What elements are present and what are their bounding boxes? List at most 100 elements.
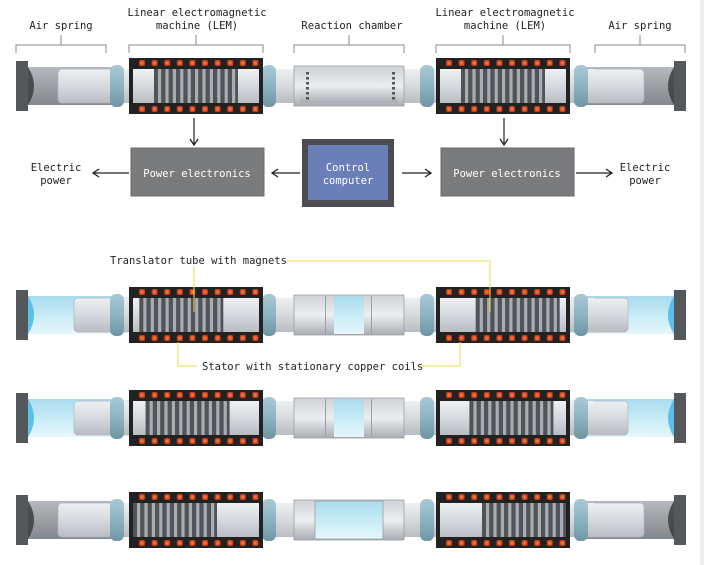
copper-coil [214, 60, 221, 66]
copper-coil [176, 494, 183, 500]
magnet-stripe [196, 503, 200, 537]
copper-coil [446, 392, 452, 398]
copper-coil [471, 106, 478, 112]
copper-coil [252, 392, 259, 398]
copper-coil [546, 106, 553, 112]
copper-coil [509, 494, 515, 500]
copper-coil [202, 540, 208, 546]
magnet-stripe [172, 298, 177, 332]
copper-coil [458, 289, 465, 295]
copper-coil [227, 494, 234, 500]
copper-coil [546, 392, 553, 398]
copper-coil [458, 494, 465, 500]
spring-face-right [668, 501, 674, 539]
magnet-stripe [487, 298, 491, 332]
stator-end-left [129, 492, 133, 548]
collar-2 [420, 499, 434, 541]
magnet-stripe [211, 503, 215, 537]
collar-2 [420, 397, 434, 439]
magnet-stripe [503, 401, 507, 435]
magnet-stripe [493, 503, 497, 537]
magnet-stripe [479, 69, 483, 103]
chamber-interior [300, 69, 398, 103]
magnet-stripe [523, 503, 527, 537]
copper-coil [521, 438, 528, 444]
chamber-port-0 [306, 87, 309, 90]
copper-coil [559, 106, 566, 112]
piston-gap-right [371, 399, 372, 437]
copper-coil [189, 540, 196, 546]
magnet-stripe [158, 298, 162, 332]
copper-coil [239, 438, 246, 444]
copper-coil [239, 494, 246, 500]
component-annotations: Translator tube with magnets Stator with… [110, 255, 491, 373]
magnet-stripe [465, 69, 469, 103]
copper-coil [496, 494, 503, 500]
copper-coil [509, 540, 515, 546]
piston-gap-left [325, 399, 326, 437]
assembly-stage-2 [16, 390, 686, 446]
collar-0 [110, 65, 124, 107]
magnet-stripe [547, 401, 551, 435]
stator-end-right [566, 287, 570, 343]
chamber-port-1 [392, 92, 395, 95]
copper-coil [509, 335, 515, 341]
copper-coil [139, 540, 145, 546]
copper-coil [176, 289, 183, 295]
copper-coil [509, 392, 515, 398]
chamber-port-0 [306, 77, 309, 80]
magnet-stripe [500, 503, 504, 537]
copper-coil [189, 106, 196, 112]
label-air-spring-right: Air spring [608, 20, 671, 32]
magnet-stripe [532, 401, 536, 435]
magnet-stripe [508, 503, 512, 537]
copper-coil [546, 60, 553, 66]
copper-coil [559, 392, 566, 398]
copper-coil [164, 106, 171, 112]
stator-end-left [436, 390, 440, 446]
magnet-stripe [546, 298, 550, 332]
stator-end-left [436, 287, 440, 343]
copper-coil [189, 494, 196, 500]
copper-coil [559, 540, 566, 546]
reaction-chamber [293, 499, 405, 541]
copper-coil [546, 494, 553, 500]
magnet-stripe [165, 298, 169, 332]
copper-coil [176, 335, 183, 341]
electric-power-left-line1: Electric [31, 162, 82, 174]
lem-left [129, 58, 263, 114]
copper-coil [458, 540, 465, 546]
copper-coil [164, 289, 171, 295]
lem-left [129, 492, 263, 548]
copper-coil [458, 392, 465, 398]
copper-coil [202, 494, 208, 500]
copper-coil [458, 438, 465, 444]
magnet-stripe [479, 298, 483, 332]
stator-end-left [129, 287, 133, 343]
copper-coil [227, 392, 234, 398]
copper-coil [521, 335, 528, 341]
stator-end-right [259, 58, 263, 114]
magnet-stripe [164, 401, 168, 435]
lem-right [436, 287, 570, 343]
magnet-stripe [179, 401, 183, 435]
copper-coil [151, 392, 158, 398]
magnet-stripe [516, 69, 520, 103]
label-reaction-chamber: Reaction chamber [301, 20, 402, 32]
copper-coil [202, 392, 208, 398]
copper-coil [471, 540, 478, 546]
copper-coil [139, 392, 145, 398]
magnet-stripe [202, 69, 206, 103]
copper-coil [483, 438, 490, 444]
copper-coil [214, 540, 221, 546]
end-cap-left [16, 290, 28, 340]
copper-coil [446, 540, 452, 546]
stator-end-left [436, 58, 440, 114]
copper-coil [483, 494, 490, 500]
magnet-stripe [531, 69, 535, 103]
collar-1 [262, 65, 276, 107]
bracket-lem-left [128, 35, 264, 53]
page-edge [700, 0, 704, 565]
power-electronics-right-label: Power electronics [453, 168, 560, 180]
magnet-stripe [516, 298, 520, 332]
